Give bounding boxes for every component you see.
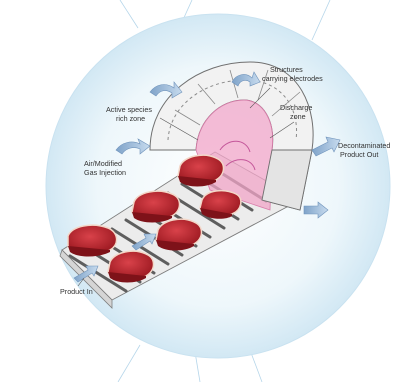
label-active-species-line2: rich zone [116,114,145,123]
label-active-species-line1: Active species [106,105,152,114]
meat-piece [68,225,117,256]
label-air-injection-line1: Air/Modified [84,159,122,168]
label-air-injection-line2: Gas Injection [84,168,126,177]
label-decontaminated-line1: Decontaminated [338,141,390,150]
label-discharge-line1: Discharge [280,103,312,112]
label-decontaminated-line2: Product Out [340,150,378,159]
label-product-in: Product In [60,287,93,296]
label-air-injection: Air/Modified Gas Injection [84,159,126,177]
label-structures-line1: Structures [270,65,303,74]
label-structures-line2: carrying electrodes [262,74,323,83]
label-discharge-line2: zone [290,112,306,121]
